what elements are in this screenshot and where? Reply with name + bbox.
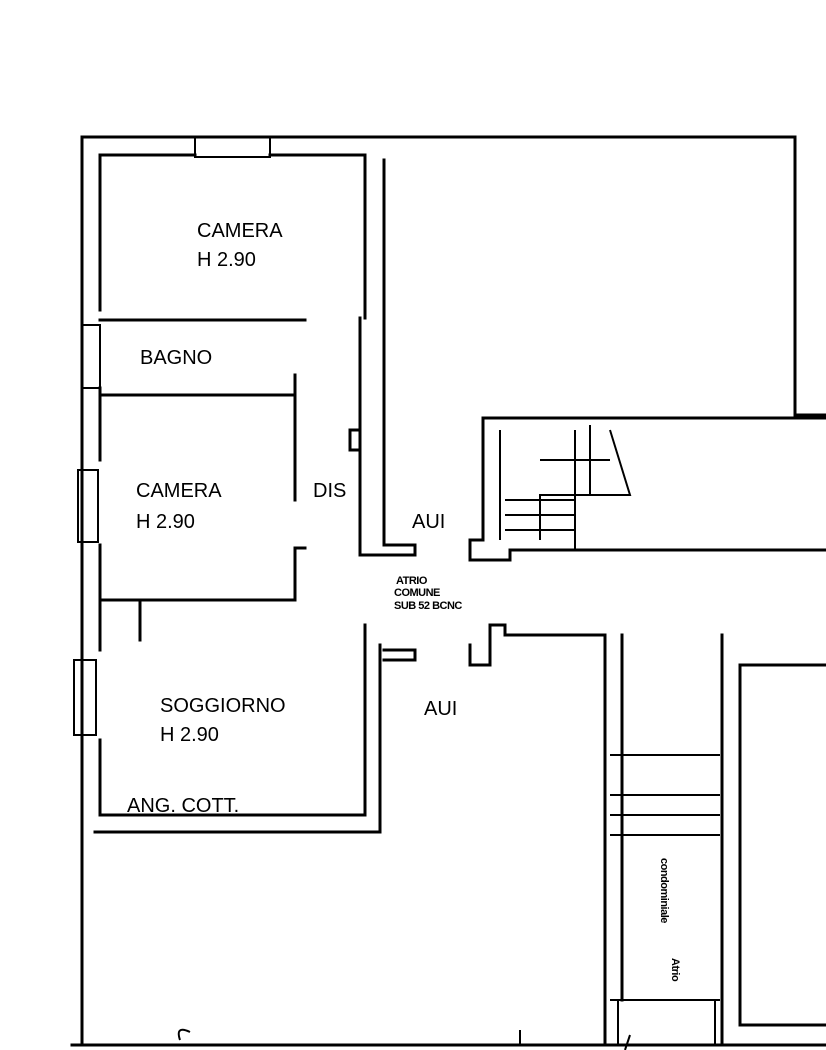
- window-camera: [77, 469, 99, 543]
- walls: [70, 135, 826, 1050]
- window-soggiorno: [73, 659, 97, 736]
- room-camera-top-name: CAMERA: [197, 220, 283, 242]
- room-aui-lower-name: AUI: [424, 698, 457, 720]
- atrio-condominiale-line1: Atrio: [669, 958, 681, 982]
- atrio-comune-line2: COMUNE: [394, 587, 440, 599]
- room-soggiorno-height: H 2.90: [160, 724, 219, 746]
- room-aui-upper-name: AUI: [412, 511, 445, 533]
- room-camera-top-height: H 2.90: [197, 249, 256, 271]
- atrio-condominiale-line2: condominiale: [658, 858, 670, 923]
- atrio-comune-line1: ATRIO: [396, 575, 428, 587]
- room-camera-mid-name: CAMERA: [136, 480, 222, 502]
- room-labels: CAMERA H 2.90 BAGNO CAMERA H 2.90 DIS AU…: [127, 220, 681, 982]
- room-dis-name: DIS: [313, 480, 346, 502]
- atrio-comune-line3: SUB 52 BCNC: [394, 600, 462, 612]
- window-bagno: [81, 324, 101, 389]
- window-top: [194, 136, 271, 158]
- room-soggiorno-name: SOGGIORNO: [160, 695, 286, 717]
- room-ang-cott-name: ANG. COTT.: [127, 795, 239, 817]
- room-bagno-name: BAGNO: [140, 347, 212, 369]
- room-camera-mid-height: H 2.90: [136, 511, 195, 533]
